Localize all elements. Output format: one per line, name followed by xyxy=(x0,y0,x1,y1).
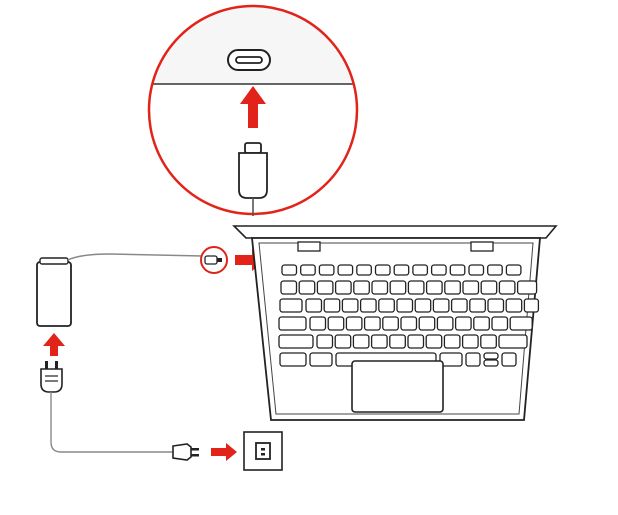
keyboard-key xyxy=(280,280,298,295)
keyboard-key xyxy=(316,334,334,349)
ac-cable xyxy=(50,392,174,453)
keyboard-key xyxy=(370,334,388,349)
keyboard-key xyxy=(465,352,481,367)
keyboard-key xyxy=(337,264,354,276)
keyboard-key xyxy=(473,316,490,331)
keyboard-key xyxy=(487,264,503,276)
keyboard-key xyxy=(363,316,381,331)
touchpad xyxy=(351,360,444,413)
keyboard-key xyxy=(389,280,407,295)
keyboard-key xyxy=(323,298,341,313)
arrow-to-adapter-icon xyxy=(43,333,65,356)
usb-c-port-icon xyxy=(227,49,271,71)
keyboard-key xyxy=(356,264,372,276)
keyboard-key xyxy=(298,280,316,295)
keyboard-key xyxy=(436,316,454,331)
keyboard-key xyxy=(487,298,505,313)
keyboard-key xyxy=(498,334,528,349)
keyboard-key xyxy=(483,352,499,360)
keyboard-key xyxy=(462,280,480,295)
keyboard-key xyxy=(412,264,429,276)
keyboard-key xyxy=(480,334,497,349)
keyboard-key xyxy=(378,298,395,313)
keyboard-key xyxy=(449,264,466,276)
keyboard-key xyxy=(469,298,486,313)
keyboard-key xyxy=(505,264,522,276)
keyboard-key xyxy=(382,316,399,331)
keyboard-key xyxy=(516,280,538,295)
keyboard-key xyxy=(309,316,327,331)
usb-c-cable xyxy=(67,253,204,261)
keyboard-key xyxy=(316,280,334,295)
keyboard-key xyxy=(501,352,517,367)
keyboard-key xyxy=(327,316,345,331)
keyboard-key xyxy=(374,264,391,276)
keyboard-key xyxy=(498,280,516,295)
keyboard-key xyxy=(407,280,425,295)
keyboard-key xyxy=(461,334,479,349)
keyboard-key xyxy=(468,264,485,276)
keyboard-key xyxy=(300,264,316,276)
keyboard-key xyxy=(400,316,418,331)
keyboard-key xyxy=(523,298,540,313)
keyboard-key xyxy=(359,298,377,313)
keyboard-key xyxy=(345,316,363,331)
wall-outlet-icon xyxy=(243,431,283,471)
keyboard-key xyxy=(278,316,307,331)
keyboard-key xyxy=(334,334,352,349)
keyboard-key xyxy=(418,316,436,331)
keyboard-key xyxy=(491,316,509,331)
keyboard-key xyxy=(505,298,523,313)
keyboard-key xyxy=(443,334,461,349)
keyboard-key xyxy=(353,280,370,295)
arrow-to-outlet-icon xyxy=(211,443,237,461)
keyboard-key xyxy=(450,298,468,313)
keyboard xyxy=(278,264,540,367)
keyboard-key xyxy=(414,298,432,313)
keyboard-key xyxy=(389,334,406,349)
keyboard-key xyxy=(444,280,461,295)
keyboard-key xyxy=(439,352,463,367)
outlet-plug-icon xyxy=(172,443,199,461)
keyboard-key xyxy=(279,298,303,313)
laptop-icon xyxy=(232,225,558,421)
keyboard-key xyxy=(509,316,533,331)
keyboard-key xyxy=(425,280,443,295)
keyboard-key xyxy=(278,334,314,349)
insert-arrow-icon xyxy=(240,86,266,128)
usb-c-plug-callout xyxy=(200,246,228,274)
keyboard-key xyxy=(480,280,498,295)
keyboard-key xyxy=(305,298,323,313)
power-adapter-icon xyxy=(36,257,72,327)
keyboard-key xyxy=(396,298,414,313)
ac-plug-icon xyxy=(40,361,63,393)
keyboard-key xyxy=(309,352,333,367)
keyboard-key xyxy=(483,359,499,367)
keyboard-key xyxy=(334,280,352,295)
keyboard-key xyxy=(352,334,370,349)
keyboard-key xyxy=(425,334,443,349)
keyboard-key xyxy=(371,280,389,295)
keyboard-key xyxy=(341,298,359,313)
zoom-callout xyxy=(147,4,359,216)
keyboard-key xyxy=(281,264,298,276)
keyboard-key xyxy=(393,264,410,276)
keyboard-key xyxy=(318,264,335,276)
usb-c-plug-icon xyxy=(238,142,268,216)
keyboard-key xyxy=(432,298,450,313)
keyboard-key xyxy=(430,264,447,276)
keyboard-key xyxy=(407,334,425,349)
keyboard-key xyxy=(454,316,472,331)
keyboard-key xyxy=(279,352,307,367)
